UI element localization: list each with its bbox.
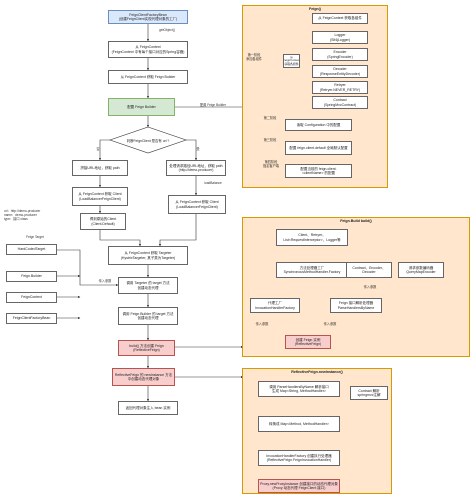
component-encoder: Encoder (SpringEncoder) (312, 48, 368, 61)
parse-handlers-node: Feign 接口解析处理器 ParseHandlersByName (330, 298, 382, 313)
stage2-label: 第二阶段 (263, 116, 277, 120)
contract-encoder-node: Contract、Encoder、Decoder (346, 262, 392, 278)
url-note: url：http://demo-producer name：demo-produ… (4, 209, 41, 221)
edge-label-loadbalance: loadBalance (204, 181, 222, 185)
invocation-create-node: InvocationHandlerFactory 创建执行处理器 (Reflec… (258, 450, 340, 466)
create-feign-node: 创建 Feign 实例 (ReflectiveFeign) (285, 335, 331, 349)
query-map-node: 请求参数编码器 QueryMapEncoder (398, 262, 444, 278)
component-contract: Contract (SpringMvcContract) (312, 96, 368, 109)
with-url-node: 处理请求路径URL地址，获取 path (http://demo-produce… (166, 160, 226, 176)
build-in-param-top: 传入参数 (363, 285, 377, 289)
new-instance-node: ReflectiveFeign 的 newInstance 方法 中创建动态代理… (112, 368, 175, 386)
edge-label-getobject: getObject() (159, 28, 175, 32)
edge-label-in-param: 传入参数 (98, 279, 112, 283)
method-map-node: 转换成 Map<Method, MethodHandler> (258, 416, 340, 432)
component-retryer: Retryer (Retryer.NEVER_RETRY) (312, 81, 368, 94)
build-panel-title: Feign.Build build() (340, 219, 372, 223)
return-proxy-node: 返回代理对象注入 bean 实例 (118, 401, 178, 415)
builder-target-node: 调用 Feign.Builder 的 target 方法 创建动态代理 (118, 307, 178, 325)
components-node: 从 FeignContext 获取各组件 (283, 54, 300, 68)
contract-parse-node: Contract 解析 springmvc注解 (350, 386, 388, 400)
edge-label-yes: 是 (196, 147, 200, 151)
stage3-label: 第三阶段 (263, 138, 277, 142)
feign-context-node: 从 FeignContext (FeignContext 中有每个接口对应的Sp… (108, 41, 188, 58)
build-in-param-right: 传入参数 (323, 322, 337, 326)
get-builder-node: 从 FeignContext 获取 Feign Builder (108, 70, 188, 84)
component-logger: 从 FeignContext 获取各组件 (312, 13, 368, 24)
proxy-node: Proxy.newProxyInstance 创建接口的动态代理对象 (Prox… (258, 479, 340, 493)
call-target-node: 调用 Targeter 的 target 方法 创建动态代理 (118, 277, 178, 294)
build-in-param-left: 传入参数 (255, 322, 269, 326)
stage4-label: 第四阶段 指定客户端 (263, 160, 279, 168)
edge-label-config-feign: 配置 Feign Builder (199, 103, 227, 107)
component-logger-impl: Logger (Slf4jLogger) (312, 31, 368, 44)
reflective-panel-title: ReflectiveFeign.newInstance() (291, 370, 343, 374)
factory-bean-node: FeignClientFactoryBean (创建FeignClient实现代… (108, 10, 188, 24)
edge-label-feign-target: Feign Target (26, 235, 44, 239)
invocation-factory-node: 代理工厂 InvocationHandlerFactory (250, 298, 300, 313)
feign-panel-title: Feign() (309, 7, 321, 11)
hard-coded-target-node: HardCodedTarget (6, 244, 57, 255)
factory-bean-arg-node: FeignClientFactoryBean (6, 313, 57, 324)
stage2-node: 读取 Configuration 中的配置 (285, 119, 352, 131)
config-builder-node: 配置 Feign Builder (108, 98, 175, 116)
url-decision: 判断FeignClient 是否有 url ? (126, 138, 170, 143)
edge-label-no: 否 (96, 147, 100, 151)
stage4-node: 配置当前的 feign.client. <clientName> 的配置 (285, 164, 352, 178)
feign-context-arg-node: FeignContext (6, 292, 57, 303)
client-retryer-node: Client、Retryer、 List<RequestInterceptor>… (276, 229, 348, 246)
component-decoder: Decoder (ResponseEntityDecoder) (312, 65, 368, 78)
sync-factory-node: 方法处理器工厂 SynchronousMethodHandler.Factory (276, 262, 348, 278)
stage3-node: 配置 feign.client.default 全局默认配置 (285, 141, 352, 155)
no-url-node: 拼接URL地址，获取 path (72, 160, 128, 176)
stage1-label: 第一阶段 添加各组件 (246, 53, 262, 61)
build-feign-node: build() 方法创建 Feign (ReflectiveFeign) (118, 340, 175, 356)
feign-builder-node: Feign.Builder (6, 271, 57, 282)
parse-apply-node: 调用 ParseHandlersByName 解析接口 生成 Map<Strin… (258, 381, 340, 397)
get-targeter-node: 从 FeignContext 获取 Targeter (HystrixTarge… (108, 246, 188, 265)
get-client-left-node: 从 FeignContext 获取 Client (LoadBalancerFe… (72, 187, 128, 206)
unwrap-client-node: 得到原始的Client (Client.Default) (80, 213, 126, 230)
get-client-right-node: 从 FeignContext 获取 Client (LoadBalancerFe… (168, 195, 226, 214)
